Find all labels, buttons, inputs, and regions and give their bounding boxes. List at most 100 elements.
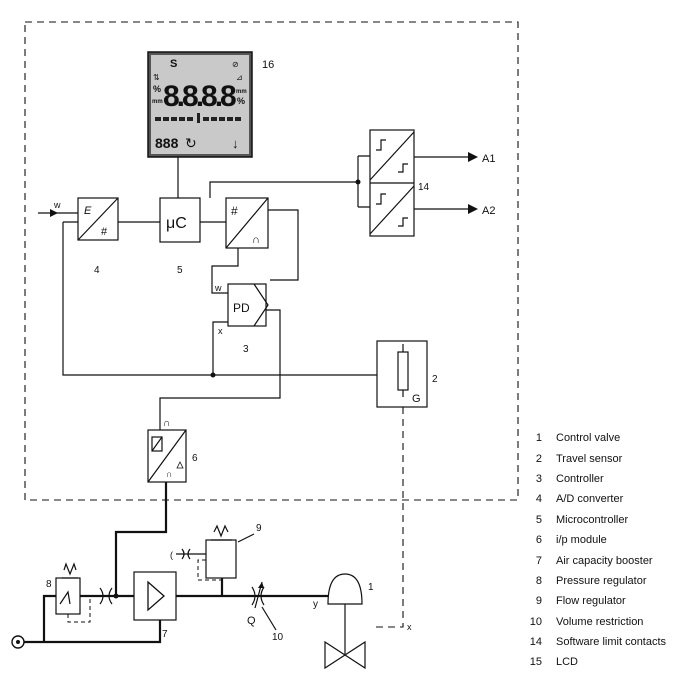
legend-item: 8 Pressure regulator: [520, 571, 695, 591]
w-input-label: w: [53, 200, 61, 210]
callout-4: 4: [94, 265, 100, 276]
callout-10: 10: [272, 632, 284, 643]
lcd-left-symbol-2: %: [153, 84, 161, 94]
pd-controller-block: PD: [227, 283, 269, 327]
legend-item: 5 Microcontroller: [520, 510, 695, 530]
travel-sensor-link: [372, 407, 404, 628]
lcd-right-symbol-2: ⊿: [236, 73, 243, 82]
legend-number: 1: [535, 432, 542, 445]
a1-label: A1: [482, 153, 495, 165]
callout-9-leader: [237, 533, 255, 543]
callout-7: 7: [162, 629, 168, 640]
control-valve: [324, 573, 366, 670]
junction-116: [113, 593, 119, 599]
pd-x-label: x: [218, 326, 223, 336]
pressure-regulator: [55, 562, 91, 623]
svg-text:(: (: [170, 550, 173, 560]
legend-number: 14: [529, 636, 542, 649]
a1-arrowhead: [468, 152, 478, 162]
microcontroller-symbol: μC: [166, 215, 187, 232]
microcontroller-block: μC: [159, 197, 201, 243]
legend-item: 2 Travel sensor: [520, 448, 695, 468]
legend-text: Software limit contacts: [556, 636, 667, 649]
legend-number: 15: [529, 656, 542, 669]
lcd-display: S ⇅ % mm 8.8.8.8 ⊘ ⊿ mm % 888 ↻ ↓: [147, 51, 253, 158]
supply-to-regulator: [42, 594, 56, 642]
lcd-right-symbol-1: ⊘: [232, 60, 239, 69]
ip-feedback-line: [268, 209, 299, 281]
legend-text: Travel sensor: [556, 452, 623, 465]
legend-number: 9: [535, 595, 542, 608]
legend-text: Pressure regulator: [556, 574, 647, 587]
ip6-pneumatic-line: [114, 482, 168, 596]
lcd-small-digits: 888: [155, 135, 179, 151]
legend-number: 8: [535, 574, 542, 587]
legend-text: A/D converter: [556, 493, 624, 506]
line-ip-to-pd-w: [211, 248, 239, 294]
legend-text: Air capacity booster: [556, 554, 653, 567]
q-label: Q: [247, 615, 256, 627]
flow-regulator: (: [170, 524, 237, 596]
callout-5: 5: [177, 265, 183, 276]
y-label: y: [313, 599, 318, 610]
limit-input-lines: [357, 155, 370, 208]
legend-text: Controller: [556, 472, 604, 485]
supply-line: [18, 620, 162, 644]
legend-number: 2: [535, 452, 542, 465]
callout-1: 1: [368, 582, 374, 593]
legend-number: 5: [535, 513, 542, 526]
legend-item: 10 Volume restriction: [520, 612, 695, 632]
ip-module-block: ∩: [147, 429, 187, 483]
pd-controller-label: PD: [233, 301, 250, 315]
ad-converter-block: E #: [77, 197, 119, 241]
lcd-right-symbol-4: %: [237, 96, 245, 106]
lcd-bargraph: [155, 113, 241, 123]
volume-restriction-2: [251, 581, 265, 609]
legend-number: 7: [535, 554, 542, 567]
legend: 1 Control valve 2 Travel sensor 3 Controller 4…: [520, 428, 695, 673]
legend-number: 10: [529, 615, 542, 628]
legend-item: 4 A/D converter: [520, 489, 695, 509]
ip-converter-top-symbol: #: [231, 204, 238, 218]
air-supply-symbol: [11, 635, 25, 649]
legend-number: 4: [535, 493, 542, 506]
legend-text: Volume restriction: [556, 615, 644, 628]
lcd-status-letter: S: [170, 58, 177, 70]
line-x-to-pd: [212, 321, 228, 375]
callout-9: 9: [256, 523, 262, 534]
ip6-top-symbol: ∩: [163, 418, 170, 429]
ip-converter-bottom-symbol: ∩: [252, 234, 260, 246]
legend-text: Control valve: [556, 432, 621, 445]
legend-item: 7 Air capacity booster: [520, 550, 695, 570]
line-5-to-limit-contacts: [209, 181, 358, 198]
legend-number: 3: [535, 472, 542, 485]
travel-sensor-label: G: [412, 393, 421, 405]
callout-10-leader: [261, 606, 277, 631]
ad-converter-bottom-symbol: #: [101, 226, 108, 238]
legend-text: i/p module: [556, 534, 607, 547]
volume-restriction-1: [99, 587, 113, 605]
legend-text: Microcontroller: [556, 513, 629, 526]
limit-contacts-block: [369, 129, 415, 237]
legend-number: 6: [535, 534, 542, 547]
lcd-rotate-symbol: ↻: [185, 135, 197, 151]
callout-14: 14: [418, 182, 430, 193]
pd-w-label: w: [214, 283, 222, 293]
callout-2: 2: [432, 374, 438, 385]
legend-item: 1 Control valve: [520, 428, 695, 448]
a2-arrowhead: [468, 204, 478, 214]
lcd-arrow-symbol: ↓: [232, 136, 239, 151]
callout-8: 8: [46, 579, 52, 590]
legend-item: 3 Controller: [520, 469, 695, 489]
air-capacity-booster: [133, 571, 177, 621]
callout-6: 6: [192, 453, 198, 464]
ad-converter-top-symbol: E: [84, 205, 92, 217]
feedback-junction: [210, 372, 216, 378]
lcd-left-symbol-1: ⇅: [153, 73, 160, 82]
x-signal-label: x: [407, 622, 412, 632]
callout-3: 3: [243, 344, 249, 355]
lcd-main-digits: 8.8.8.8: [163, 80, 236, 113]
ip-converter-block: # ∩: [225, 197, 269, 249]
